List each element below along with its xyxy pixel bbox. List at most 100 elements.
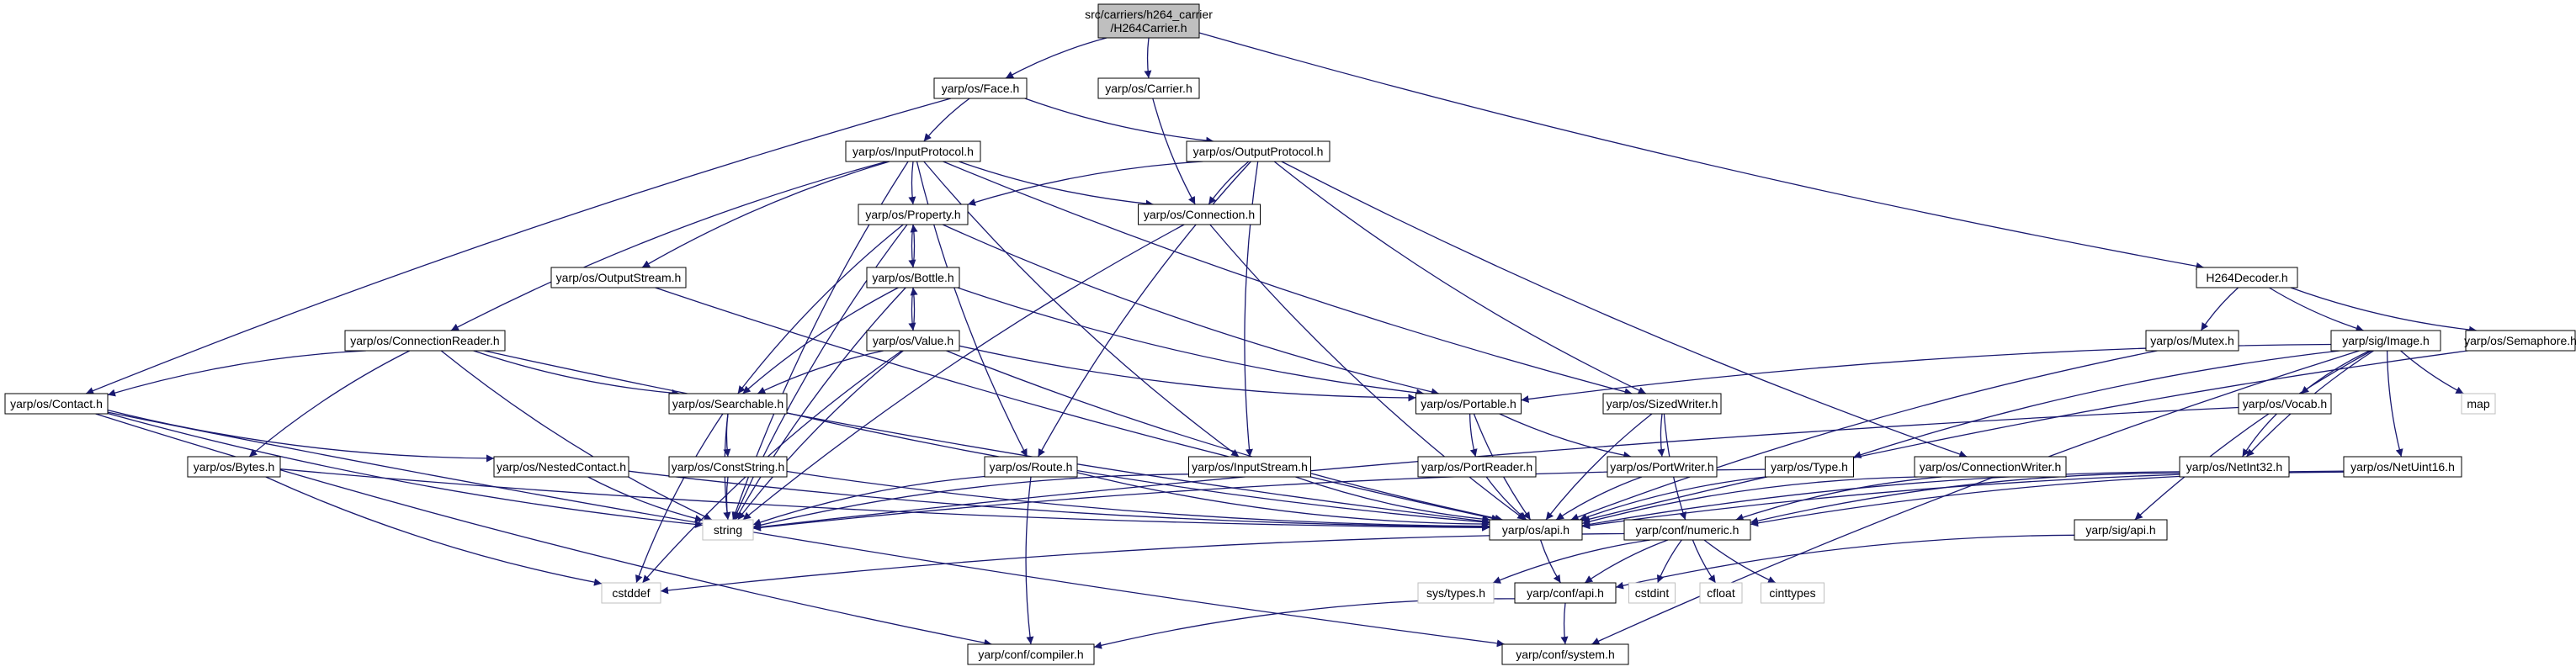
node-yarp-conf-api-h[interactable]: yarp/conf/api.h [1514, 582, 1617, 604]
edge-bytes-to-osapi [279, 468, 1490, 532]
node-yarp-os-mutex-h[interactable]: yarp/os/Mutex.h [2145, 330, 2239, 352]
edge-sizedwriter-to-portwriter [1657, 413, 1665, 458]
node-box [866, 267, 960, 288]
edge-image-to-map [2400, 350, 2464, 394]
node-yarp-os-property-h[interactable]: yarp/os/Property.h [858, 204, 969, 225]
edge-value-to-searchable [757, 350, 884, 394]
edge-bottle-to-portable [957, 287, 1425, 397]
edge-root-to-carrier [1144, 37, 1152, 79]
node-yarp-os-sizedwriter-h[interactable]: yarp/os/SizedWriter.h [1602, 393, 1722, 415]
node-label: yarp/os/PortWriter.h [1610, 460, 1713, 474]
node-yarp-os-route-h[interactable]: yarp/os/Route.h [984, 456, 1078, 478]
node-box [550, 267, 687, 288]
edge-numeric-to-cfloat [1692, 539, 1717, 584]
edge-searchable-to-osapi [786, 412, 1490, 526]
node-box [2238, 393, 2332, 415]
node-yarp-conf-system-h[interactable]: yarp/conf/system.h [1501, 643, 1629, 665]
node-box [668, 456, 788, 478]
node-box [984, 456, 1078, 478]
node-yarp-os-searchable-h[interactable]: yarp/os/Searchable.h [668, 393, 788, 415]
edge-type-to-osapi [1579, 476, 1766, 521]
edge-portwriter-to-osapi [1555, 476, 1643, 521]
node-box [2074, 519, 2168, 541]
node-label: string [714, 523, 742, 537]
edge-image-to-type [1853, 350, 2340, 458]
node-yarp-os-value-h[interactable]: yarp/os/Value.h [866, 330, 960, 352]
node-box [1415, 393, 1522, 415]
node-label: yarp/conf/numeric.h [1636, 523, 1739, 537]
node-box [2145, 330, 2239, 352]
node-label: yarp/os/Connection.h [1144, 208, 1255, 221]
node-src-carriers-h264-carrier-h264carrier-h[interactable]: src/carriers/h264_carrier/H264Carrier.h [1085, 3, 1213, 39]
node-box [1417, 456, 1537, 478]
node-label: cstdint [1635, 586, 1670, 600]
node-yarp-conf-numeric-h[interactable]: yarp/conf/numeric.h [1623, 519, 1751, 541]
node-yarp-os-bottle-h[interactable]: yarp/os/Bottle.h [866, 267, 960, 288]
node-label: yarp/os/ConnectionWriter.h [1920, 460, 2062, 474]
node-box [187, 456, 281, 478]
node-yarp-os-netint32-h[interactable]: yarp/os/NetInt32.h [2179, 456, 2290, 478]
node-yarp-os-contact-h[interactable]: yarp/os/Contact.h [4, 393, 109, 415]
node-h264decoder-h[interactable]: H264Decoder.h [2196, 267, 2298, 288]
node-label: yarp/os/InputStream.h [1192, 460, 1308, 474]
node-yarp-os-connectionwriter-h[interactable]: yarp/os/ConnectionWriter.h [1914, 456, 2067, 478]
edge-numeric-to-cstddef [660, 532, 1625, 595]
node-yarp-os-type-h[interactable]: yarp/os/Type.h [1765, 456, 1854, 478]
node-yarp-os-bytes-h[interactable]: yarp/os/Bytes.h [187, 456, 281, 478]
node-label: yarp/os/Bottle.h [872, 271, 953, 284]
node-label: yarp/os/ConstString.h [672, 460, 785, 474]
edge-portable-to-portreader [1469, 413, 1478, 458]
node-yarp-os-api-h[interactable]: yarp/os/api.h [1489, 519, 1583, 541]
edge-route-to-osapi [1076, 472, 1490, 528]
node-yarp-os-conststring-h[interactable]: yarp/os/ConstString.h [668, 456, 788, 478]
node-yarp-os-portwriter-h[interactable]: yarp/os/PortWriter.h [1607, 456, 1718, 478]
edge-face-to-inputprotocol [923, 98, 970, 142]
edge-value-to-portable [959, 345, 1416, 402]
node-yarp-os-outputstream-h[interactable]: yarp/os/OutputStream.h [550, 267, 687, 288]
node-yarp-os-portreader-h[interactable]: yarp/os/PortReader.h [1417, 456, 1537, 478]
edge-outputstream-to-osapi [655, 287, 1500, 522]
edge-vocab-to-string [752, 406, 2239, 532]
node-yarp-os-inputprotocol-h[interactable]: yarp/os/InputProtocol.h [845, 140, 981, 162]
node-cfloat: cfloat [1699, 582, 1743, 604]
edge-inputprotocol-to-property [908, 161, 916, 205]
edge-route-to-string [752, 475, 985, 526]
edge-confapi-to-system [1560, 602, 1569, 645]
node-yarp-os-semaphore-h[interactable]: yarp/os/Semaphore.h [2464, 330, 2576, 352]
node-yarp-sig-image-h[interactable]: yarp/sig/Image.h [2330, 330, 2441, 352]
node-label: map [2467, 397, 2489, 410]
node-label: yarp/sig/api.h [2085, 523, 2155, 537]
node-yarp-conf-compiler-h[interactable]: yarp/conf/compiler.h [967, 643, 1095, 665]
edge-semaphore-to-osapi [1581, 350, 2468, 523]
node-yarp-os-connectionreader-h[interactable]: yarp/os/ConnectionReader.h [344, 330, 506, 352]
nodes-layer: src/carriers/h264_carrier/H264Carrier.hy… [4, 3, 2576, 665]
node-label: yarp/os/Searchable.h [672, 397, 783, 410]
edge-outputprotocol-to-connectionwriter [1281, 161, 1968, 458]
node-yarp-os-carrier-h[interactable]: yarp/os/Carrier.h [1097, 77, 1200, 99]
node-cstddef: cstddef [601, 582, 661, 604]
edge-portreader-to-osapi [1485, 476, 1527, 521]
node-label: yarp/os/Property.h [865, 208, 960, 221]
node-yarp-os-inputstream-h[interactable]: yarp/os/InputStream.h [1188, 456, 1311, 478]
node-yarp-os-nestedcontact-h[interactable]: yarp/os/NestedContact.h [493, 456, 629, 478]
edge-conststring-to-string [723, 476, 731, 521]
node-yarp-os-face-h[interactable]: yarp/os/Face.h [933, 77, 1028, 99]
edge-connection-to-osapi [1209, 224, 1526, 521]
node-yarp-os-connection-h[interactable]: yarp/os/Connection.h [1138, 204, 1261, 225]
node-yarp-os-portable-h[interactable]: yarp/os/Portable.h [1415, 393, 1522, 415]
node-yarp-os-netuint16-h[interactable]: yarp/os/NetUint16.h [2343, 456, 2462, 478]
node-yarp-os-outputprotocol-h[interactable]: yarp/os/OutputProtocol.h [1186, 140, 1330, 162]
node-label: yarp/sig/Image.h [2342, 334, 2430, 347]
edge-numeric-to-cstdint [1656, 539, 1682, 584]
edge-vocab-to-netint32 [2242, 413, 2277, 458]
edge-portable-to-portwriter [1499, 413, 1632, 459]
node-box [1417, 582, 1495, 604]
node-box [493, 456, 629, 478]
node-box [1097, 77, 1200, 99]
edge-root-to-h264decoder [1198, 32, 2204, 270]
edge-h264decoder-to-mutex [2200, 287, 2239, 331]
edge-route-to-compiler [1025, 476, 1034, 645]
node-yarp-os-vocab-h[interactable]: yarp/os/Vocab.h [2238, 393, 2332, 415]
node-yarp-sig-api-h[interactable]: yarp/sig/api.h [2074, 519, 2168, 541]
